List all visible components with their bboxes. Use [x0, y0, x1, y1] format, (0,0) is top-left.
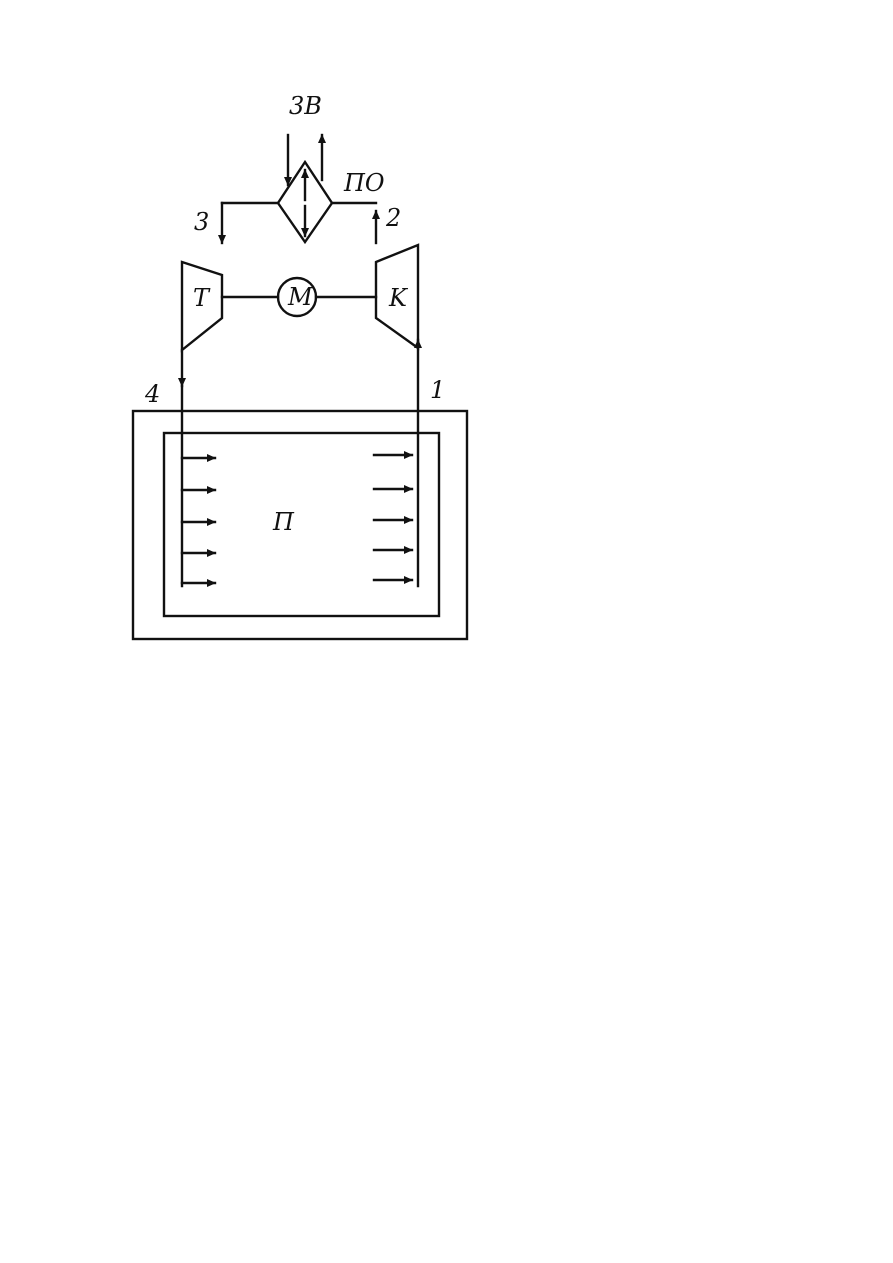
- chamber-inner-wall: [162, 431, 441, 618]
- point-2-label: 2: [385, 204, 401, 232]
- left-outflow-arrows: [180, 454, 217, 587]
- external-medium-label: 3B: [289, 92, 322, 120]
- point-3-label: 3: [194, 208, 209, 236]
- chamber-label: П: [272, 508, 295, 536]
- heat-exchanger-label: ПО: [343, 169, 385, 197]
- turbine-shape: [180, 260, 224, 353]
- heat-exchanger: [276, 159, 334, 245]
- point-4-label: 4: [144, 380, 160, 408]
- turbine: [180, 260, 224, 353]
- heat-exchanger-diamond: [276, 159, 334, 245]
- motor-label: M: [287, 283, 314, 311]
- right-inflow-arrows: [372, 451, 414, 584]
- turbine-label: T: [193, 284, 211, 312]
- compressor-label: K: [388, 284, 409, 312]
- external-medium-flow: [284, 133, 326, 187]
- point-1-label: 1: [430, 376, 445, 404]
- chamber-outer-wall: [131, 409, 469, 641]
